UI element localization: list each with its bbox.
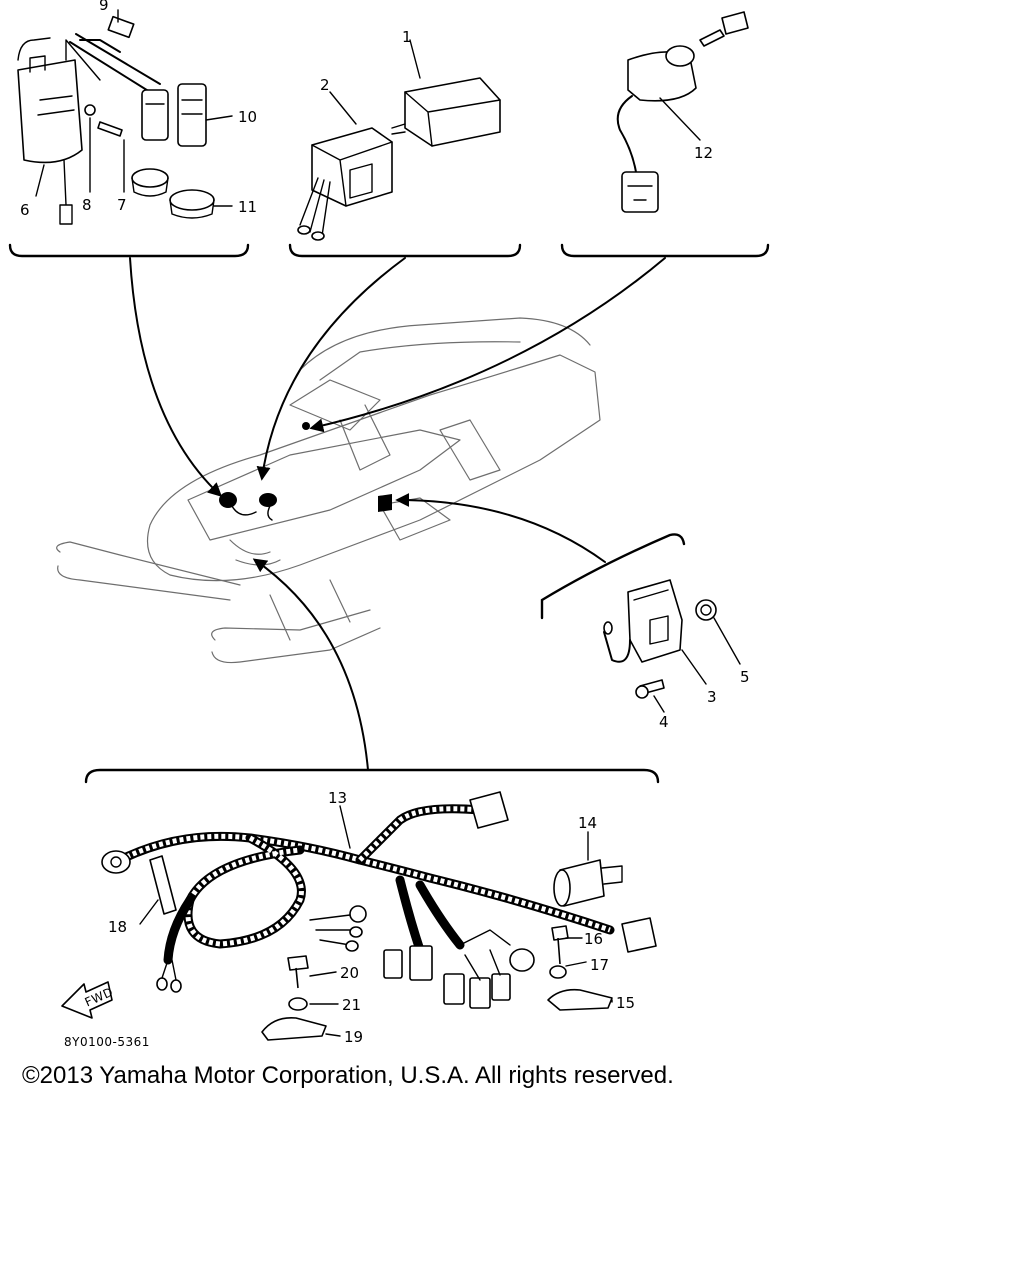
regulator-part [311, 127, 393, 207]
bracket-cdi-unit [288, 243, 522, 258]
callout-1: 1 [402, 28, 412, 46]
copyright-notice: ©2013 Yamaha Motor Corporation, U.S.A. A… [22, 1062, 674, 1089]
plug-cap-part [141, 89, 169, 141]
nut-part [695, 599, 717, 621]
callout-5: 5 [740, 668, 750, 686]
callout-9: 9 [99, 0, 109, 14]
callout-16: 16 [584, 930, 603, 948]
clamp-part [547, 988, 613, 1011]
callout-19: 19 [344, 1028, 363, 1046]
main-switch-group: 12 [560, 11, 770, 258]
bracket-ignition-coil [8, 243, 250, 258]
snowmobile-outline [56, 317, 601, 664]
cap-part [131, 168, 169, 188]
callout-17: 17 [590, 956, 609, 974]
bracket-wire-harness [84, 768, 660, 784]
callout-6: 6 [20, 201, 30, 219]
callout-10: 10 [238, 108, 257, 126]
connector-round [101, 850, 131, 874]
parts-diagram: 9 10 11 6 8 7 1 2 12 [8, 0, 770, 1049]
rectifier-group: 3 4 5 [540, 533, 750, 731]
callout-21: 21 [342, 996, 361, 1014]
callout-20: 20 [340, 964, 359, 982]
bracket-rectifier [540, 533, 686, 620]
drawing-code: 8Y0100-5361 [64, 1035, 150, 1049]
ignition-coil-part [17, 59, 83, 164]
callout-13: 13 [328, 789, 347, 807]
cdi-unit-part [404, 77, 501, 147]
callout-15: 15 [616, 994, 635, 1012]
wire-harness-group: 13 14 16 17 15 18 20 21 19 [84, 768, 660, 1046]
callout-2: 2 [320, 76, 330, 94]
callout-14: 14 [578, 814, 597, 832]
band-part [149, 855, 177, 915]
callout-18: 18 [108, 918, 127, 936]
ignition-coil-group: 9 10 11 6 8 7 [8, 0, 257, 258]
key-part [699, 11, 749, 47]
callout-11: 11 [238, 198, 257, 216]
callout-3: 3 [707, 688, 717, 706]
rectifier-part [627, 579, 683, 663]
cdi-unit-group: 1 2 [288, 28, 522, 258]
callout-12: 12 [694, 144, 713, 162]
fwd-arrow-icon: FWD [61, 981, 115, 1019]
callout-7: 7 [117, 196, 127, 214]
callout-8: 8 [82, 196, 92, 214]
bracket-main-switch [560, 243, 770, 258]
callout-4: 4 [659, 713, 669, 731]
